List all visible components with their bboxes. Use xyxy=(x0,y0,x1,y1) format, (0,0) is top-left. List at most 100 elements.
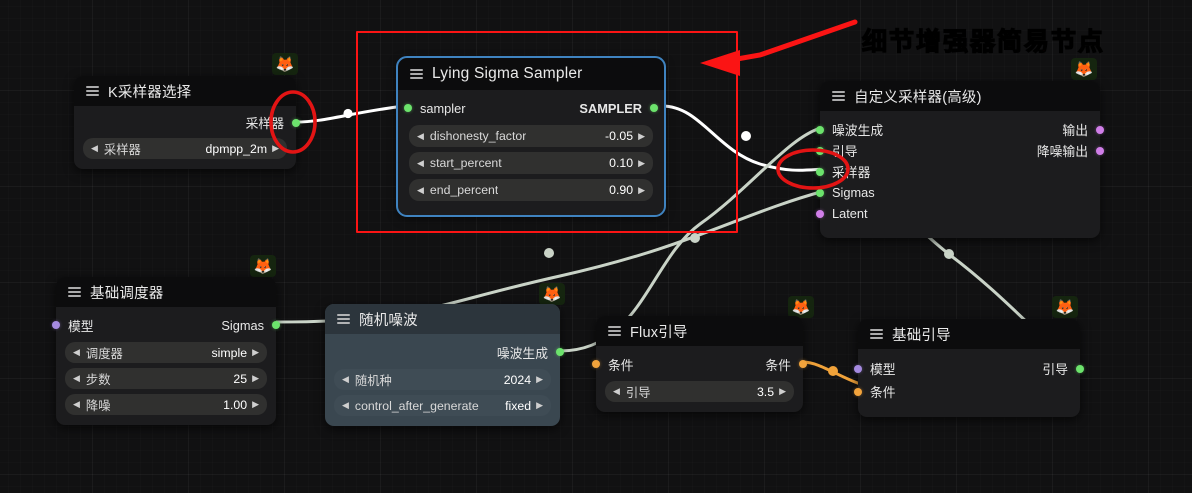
widget-guidance[interactable]: ◀ 引导 3.5 ▶ xyxy=(605,381,794,402)
input-port-model[interactable] xyxy=(854,364,862,373)
menu-icon[interactable] xyxy=(410,69,423,79)
node-titlebar[interactable]: 自定义采样器(高级) xyxy=(820,81,1100,111)
output-port-denoised[interactable] xyxy=(1096,146,1104,155)
output-port-sampler[interactable] xyxy=(650,104,658,112)
widget-value: 0.10 xyxy=(609,156,634,170)
menu-icon[interactable] xyxy=(337,314,350,324)
increment-arrow-icon[interactable]: ▶ xyxy=(536,400,543,410)
widget-dishonesty-factor[interactable]: ◀ dishonesty_factor -0.05 ▶ xyxy=(409,125,653,147)
decrement-arrow-icon[interactable]: ◀ xyxy=(417,130,424,141)
node-random-noise[interactable]: 随机噪波 噪波生成 ◀ 随机种 2024 ▶ ◀ control_after_g… xyxy=(325,304,564,426)
input-port-sampler[interactable] xyxy=(816,167,824,176)
output-label-sampler: 采样器 xyxy=(245,116,284,131)
widget-steps[interactable]: ◀ 步数 25 ▶ xyxy=(65,368,267,389)
decrement-arrow-icon[interactable]: ◀ xyxy=(91,143,98,153)
input-port-conditioning[interactable] xyxy=(854,387,862,396)
input-port-model[interactable] xyxy=(52,321,60,329)
decrement-arrow-icon[interactable]: ◀ xyxy=(613,386,620,396)
increment-arrow-icon[interactable]: ▶ xyxy=(779,386,786,396)
node-badge-fox: 🦊 xyxy=(788,296,814,318)
link-dot xyxy=(828,366,838,376)
input-port-sampler[interactable] xyxy=(404,104,412,112)
menu-icon[interactable] xyxy=(68,287,81,297)
input-port-guider[interactable] xyxy=(816,146,824,155)
increment-arrow-icon[interactable]: ▶ xyxy=(252,347,259,357)
node-basic-guider[interactable]: 基础引导 模型 引导 条件 xyxy=(854,319,1084,417)
menu-icon[interactable] xyxy=(870,329,883,339)
node-titlebar[interactable]: Lying Sigma Sampler xyxy=(398,58,664,90)
node-slots: 噪波生成 输出 引导 降噪输出 采样器 Sigmas xyxy=(816,119,1104,224)
increment-arrow-icon[interactable]: ▶ xyxy=(536,374,543,384)
node-slots: 噪波生成 xyxy=(325,340,564,364)
increment-arrow-icon[interactable]: ▶ xyxy=(252,373,259,383)
slot-row: sampler SAMPLER xyxy=(398,96,664,120)
increment-arrow-icon[interactable]: ▶ xyxy=(638,130,645,141)
increment-arrow-icon[interactable]: ▶ xyxy=(252,399,259,409)
output-port-noise[interactable] xyxy=(556,348,564,356)
widget-label: 降噪 xyxy=(85,398,111,413)
node-slots: sampler SAMPLER xyxy=(398,96,664,120)
node-title: 基础调度器 xyxy=(90,285,164,302)
output-label-sigmas: Sigmas xyxy=(221,317,264,333)
output-port-sampler[interactable] xyxy=(292,118,300,127)
decrement-arrow-icon[interactable]: ◀ xyxy=(342,400,349,410)
node-titlebar[interactable]: 基础引导 xyxy=(858,319,1080,349)
widget-end-percent[interactable]: ◀ end_percent 0.90 ▶ xyxy=(409,179,653,201)
output-port-output[interactable] xyxy=(1096,125,1104,134)
widget-seed[interactable]: ◀ 随机种 2024 ▶ xyxy=(334,369,551,390)
widget-start-percent[interactable]: ◀ start_percent 0.10 ▶ xyxy=(409,152,653,174)
node-titlebar[interactable]: Flux引导 xyxy=(596,316,803,346)
output-port-guider[interactable] xyxy=(1076,364,1084,373)
node-titlebar[interactable]: 随机噪波 xyxy=(325,304,560,334)
decrement-arrow-icon[interactable]: ◀ xyxy=(342,374,349,384)
node-lying-sigma-sampler[interactable]: Lying Sigma Sampler sampler SAMPLER ◀ di… xyxy=(396,56,666,217)
widget-label: start_percent xyxy=(429,156,502,170)
widget-control-after-generate[interactable]: ◀ control_after_generate fixed ▶ xyxy=(334,395,551,416)
decrement-arrow-icon[interactable]: ◀ xyxy=(73,373,80,383)
decrement-arrow-icon[interactable]: ◀ xyxy=(73,347,80,357)
node-slots: 采样器 xyxy=(74,112,300,133)
widget-label: control_after_generate xyxy=(354,398,479,413)
widget-scheduler[interactable]: ◀ 调度器 simple ▶ xyxy=(65,342,267,363)
slot-row: 采样器 xyxy=(816,161,1100,182)
increment-arrow-icon[interactable]: ▶ xyxy=(272,143,279,153)
node-ksampler-select[interactable]: K采样器选择 采样器 ◀ 采样器 dpmpp_2m ▶ xyxy=(74,76,300,169)
annotation-label: 细节增强器简易节点 xyxy=(861,27,1106,56)
menu-icon[interactable] xyxy=(832,91,845,101)
node-badge-fox: 🦊 xyxy=(1052,296,1078,318)
input-port-noise[interactable] xyxy=(816,125,824,134)
node-titlebar[interactable]: K采样器选择 xyxy=(74,76,296,106)
input-port-conditioning[interactable] xyxy=(592,360,600,368)
widget-label: 引导 xyxy=(625,385,651,400)
widget-label: 步数 xyxy=(85,372,111,387)
decrement-arrow-icon[interactable]: ◀ xyxy=(417,184,424,195)
input-port-latent[interactable] xyxy=(816,209,824,218)
increment-arrow-icon[interactable]: ▶ xyxy=(638,157,645,168)
output-port-conditioning[interactable] xyxy=(799,360,807,368)
widget-denoise[interactable]: ◀ 降噪 1.00 ▶ xyxy=(65,394,267,415)
increment-arrow-icon[interactable]: ▶ xyxy=(638,184,645,195)
node-flux-guidance[interactable]: Flux引导 条件 条件 ◀ 引导 3.5 ▶ xyxy=(592,316,807,412)
output-label-output: 输出 xyxy=(1062,123,1088,138)
input-label-latent: Latent xyxy=(832,206,868,221)
node-badge-fox: 🦊 xyxy=(272,53,298,75)
node-widgets: ◀ 引导 3.5 ▶ xyxy=(596,381,803,402)
input-port-sigmas[interactable] xyxy=(816,188,824,197)
node-basic-scheduler[interactable]: 基础调度器 模型 Sigmas ◀ 调度器 simple ▶ ◀ xyxy=(52,277,280,425)
widget-value: fixed xyxy=(505,398,532,413)
decrement-arrow-icon[interactable]: ◀ xyxy=(73,399,80,409)
widget-sampler[interactable]: ◀ 采样器 dpmpp_2m ▶ xyxy=(83,138,287,159)
slot-row: 模型 Sigmas xyxy=(52,313,280,337)
widget-label: 采样器 xyxy=(103,142,141,157)
output-port-sigmas[interactable] xyxy=(272,321,280,329)
menu-icon[interactable] xyxy=(86,86,99,96)
menu-icon[interactable] xyxy=(608,326,621,336)
slot-row: 模型 引导 xyxy=(854,357,1084,380)
widget-label: end_percent xyxy=(429,183,499,197)
slot-row: 条件 条件 xyxy=(592,352,807,376)
widget-value: simple xyxy=(211,345,248,360)
node-titlebar[interactable]: 基础调度器 xyxy=(56,277,276,307)
decrement-arrow-icon[interactable]: ◀ xyxy=(417,157,424,168)
node-custom-sampler-advanced[interactable]: 自定义采样器(高级) 噪波生成 输出 引导 降噪输出 采样器 xyxy=(816,81,1104,238)
